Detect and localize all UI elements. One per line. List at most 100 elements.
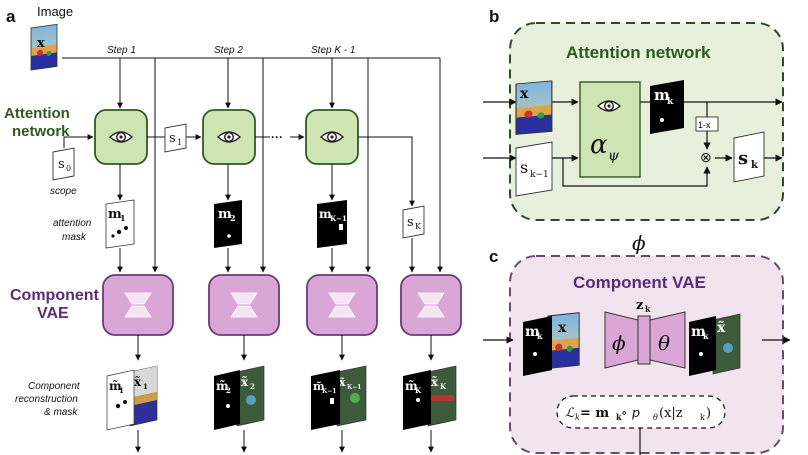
attention-network-title: Attention network xyxy=(566,43,711,62)
svg-text:K−1: K−1 xyxy=(347,384,361,391)
b-one-minus-x: 1-x xyxy=(695,116,719,132)
component-vae-1 xyxy=(102,274,174,336)
b-input-image: x xyxy=(515,80,553,135)
c-output-pair: x̃ m k xyxy=(689,313,741,376)
svg-text:k: k xyxy=(751,160,759,171)
step-label-k-1: Step K - 1 xyxy=(311,45,355,56)
recon-pair-1: x̃ 1 m̃ 1 xyxy=(106,365,158,431)
b-scope-sk: s k xyxy=(733,131,765,183)
svg-text:k: k xyxy=(703,331,709,341)
svg-text:K: K xyxy=(440,382,447,391)
svg-text:x̃: x̃ xyxy=(241,375,249,389)
scope-s1: s 1 xyxy=(164,123,187,153)
svg-text:s: s xyxy=(58,157,65,172)
svg-text:K: K xyxy=(415,222,422,231)
svg-text:1-x: 1-x xyxy=(698,120,711,130)
panel-letter-c: c xyxy=(489,247,498,266)
b-mask-mk: m k xyxy=(650,80,684,134)
svg-text:K−1: K−1 xyxy=(322,388,336,395)
svg-text:2: 2 xyxy=(230,213,236,223)
c-input-pair: x m k xyxy=(523,312,580,376)
mask-m2: m 2 xyxy=(214,200,242,248)
svg-text:x̃: x̃ xyxy=(717,319,726,336)
svg-text:m̃: m̃ xyxy=(313,380,325,393)
svg-text:m: m xyxy=(525,324,540,340)
scope-s0: s 0 xyxy=(52,147,75,181)
step-label-1: Step 1 xyxy=(107,45,136,56)
component-vae-k xyxy=(400,274,462,336)
svg-text:m: m xyxy=(691,324,706,340)
b-s-bypass xyxy=(562,158,711,187)
recon-label-line1: Component xyxy=(28,381,81,392)
c-phi-top: ϕ xyxy=(632,231,646,255)
svg-text:(x|z: (x|z xyxy=(659,406,683,421)
svg-text:θ: θ xyxy=(653,413,658,422)
c-vae-model: ϕ θ z k xyxy=(604,298,686,369)
component-vae-label-line2: VAE xyxy=(37,305,69,322)
recon-label-line3: & mask xyxy=(44,407,78,418)
svg-text:m: m xyxy=(108,207,122,222)
svg-text:k: k xyxy=(667,97,674,107)
svg-text:0: 0 xyxy=(66,164,71,173)
svg-text:s: s xyxy=(738,148,748,169)
input-x-symbol: x xyxy=(37,36,45,51)
recon-pair-2: x̃ 2 m̃ 2 xyxy=(214,365,265,430)
component-vae-title: Component VAE xyxy=(573,273,706,292)
svg-text:α: α xyxy=(590,130,608,160)
component-vae-label-line1: Component xyxy=(10,287,100,304)
svg-text:1: 1 xyxy=(177,138,182,147)
panel-letter-a: a xyxy=(6,7,16,26)
attention-network-panel xyxy=(509,22,784,221)
attention-net-2 xyxy=(202,109,256,165)
svg-text:∘ p: ∘ p xyxy=(621,406,641,421)
svg-text:x: x xyxy=(520,86,529,102)
attention-net-k-1 xyxy=(305,109,359,165)
scope-label: scope xyxy=(50,186,77,197)
svg-text:k: k xyxy=(616,412,622,422)
attention-net-1 xyxy=(94,109,148,165)
svg-text:ℒ: ℒ xyxy=(565,406,575,421)
svg-text:ψ: ψ xyxy=(608,148,620,164)
b-scope-sk-1: s k−1 xyxy=(515,141,553,197)
svg-text:m̃: m̃ xyxy=(216,379,229,393)
svg-text:): ) xyxy=(706,406,711,421)
step-label-2: Step 2 xyxy=(214,45,243,56)
ellipsis: ··· xyxy=(271,130,283,144)
scope-sK: s K xyxy=(402,205,425,239)
svg-text:k: k xyxy=(645,304,651,314)
b-multiply-icon: ⊗ xyxy=(700,149,712,165)
svg-text:s: s xyxy=(407,215,414,230)
recon-pair-k: x̃ K m̃ K xyxy=(403,365,457,430)
attention-network-label-line1: Attention xyxy=(4,105,70,122)
svg-text:z: z xyxy=(636,298,643,313)
svg-text:s: s xyxy=(169,131,176,146)
image-label: Image xyxy=(37,4,73,19)
s0-connector xyxy=(63,136,74,148)
svg-text:k−1: k−1 xyxy=(530,170,549,180)
svg-text:ϕ: ϕ xyxy=(612,331,626,355)
svg-text:k: k xyxy=(537,331,543,341)
svg-text:k: k xyxy=(700,413,705,422)
svg-text:x̃: x̃ xyxy=(431,375,439,389)
attention-mask-label-line2: mask xyxy=(62,232,87,243)
recon-pair-k-1: x̃ K−1 m̃ K−1 xyxy=(311,365,367,430)
svg-text:k: k xyxy=(575,413,580,422)
component-vae-2 xyxy=(208,274,280,336)
svg-text:= m: = m xyxy=(580,406,609,421)
svg-text:1: 1 xyxy=(120,213,126,223)
svg-text:K−1: K−1 xyxy=(330,214,347,223)
svg-text:x̃: x̃ xyxy=(339,376,346,389)
sk-arrow xyxy=(358,136,415,207)
svg-text:θ: θ xyxy=(658,331,670,355)
svg-text:2: 2 xyxy=(226,386,231,395)
c-loss: ℒ k = m k ∘ p θ (x|z k ) xyxy=(556,395,726,429)
svg-text:x̃: x̃ xyxy=(134,375,142,389)
svg-text:2: 2 xyxy=(250,382,255,391)
attention-network-label-line2: network xyxy=(12,123,70,140)
recon-label-line2: reconstruction xyxy=(15,394,78,405)
svg-text:m: m xyxy=(654,86,670,104)
b-attention-net-box: α ψ xyxy=(579,81,641,178)
svg-text:K: K xyxy=(415,386,422,395)
